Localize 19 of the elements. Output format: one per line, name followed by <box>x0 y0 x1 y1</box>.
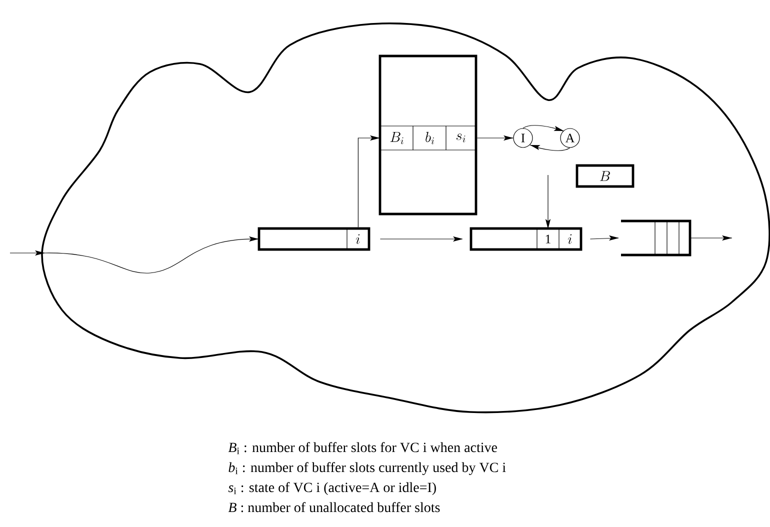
legend-line: B : number of unallocated buffer slots <box>228 502 440 512</box>
legend-line: s$_{i}$ : state of VC i (active=A or idle=I) <box>228 482 436 495</box>
arrow <box>380 236 463 242</box>
arrow <box>522 125 564 132</box>
legend-line: b$_{i}$ : number of buffer slots currently used by VC i <box>228 462 506 476</box>
arrow <box>476 135 514 141</box>
arrow <box>689 235 732 241</box>
counter-box: $B$ <box>576 164 634 188</box>
arrow <box>10 236 259 274</box>
queue-box: 1 $i$ <box>470 227 582 251</box>
legend-line: B$_{i}$ : number of buffer slots for VC i when active <box>228 442 498 454</box>
buffer-drawing <box>621 220 692 256</box>
cloud-shape <box>41 22 770 414</box>
queue-box: $i$ <box>258 227 370 251</box>
table-box: $B_i$ $b_i$ $s_i$ <box>378 54 478 216</box>
arrow <box>358 135 380 228</box>
arrow <box>545 174 551 230</box>
arrow <box>530 144 570 151</box>
arrow <box>590 235 619 241</box>
